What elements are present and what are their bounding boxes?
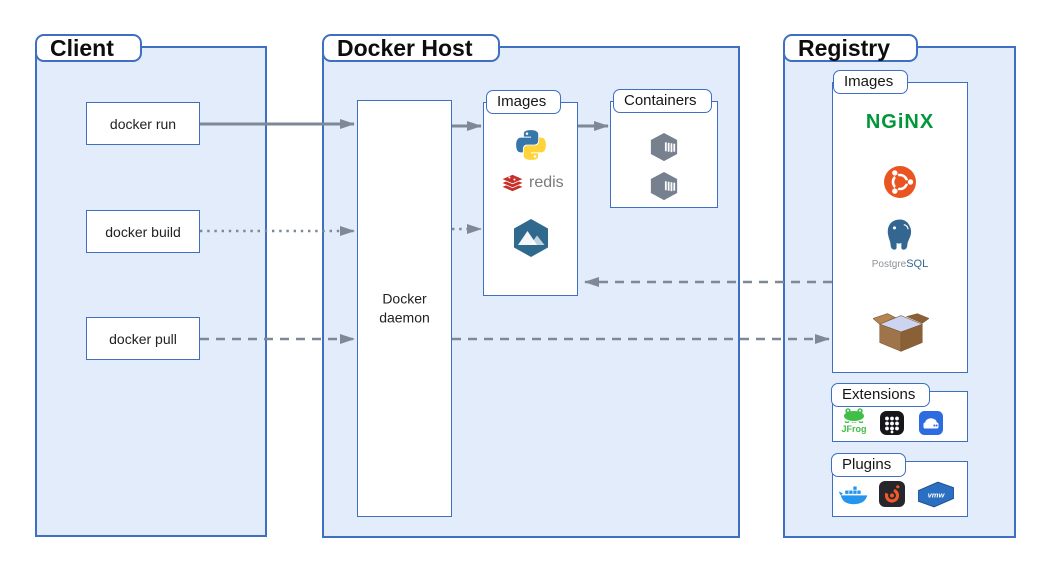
busybox-icon	[873, 313, 929, 352]
redis-label: redis	[529, 174, 564, 191]
client-section-title: Client	[35, 34, 142, 62]
docker-pull-label: docker pull	[109, 330, 177, 347]
registry-section-title: Registry	[783, 34, 919, 62]
docker-whale-icon	[839, 486, 868, 505]
jfrog-label: JFrog	[841, 424, 867, 434]
grafana-icon	[879, 481, 905, 507]
python-icon	[516, 130, 546, 160]
docker-daemon-box: Docker daemon	[357, 100, 452, 517]
containers-title: Containers	[613, 89, 712, 113]
docker-build-box: docker build	[86, 210, 200, 253]
ubuntu-icon	[884, 166, 916, 198]
host-images-title: Images	[486, 90, 562, 114]
jfrog-icon	[844, 408, 864, 423]
nginx-wordmark: NGiNX	[865, 111, 935, 133]
container-icon	[650, 132, 678, 162]
grid-dots-icon	[880, 411, 904, 435]
postgresql-label: PostgreSQL	[871, 258, 929, 270]
vmware-icon: vmw	[918, 481, 954, 508]
docker-run-label: docker run	[109, 115, 177, 132]
plugins-title: Plugins	[831, 453, 907, 477]
docker-daemon-label: Docker daemon	[379, 289, 430, 326]
docker-run-box: docker run	[86, 102, 200, 145]
docker-pull-box: docker pull	[86, 317, 200, 360]
docker-build-label: docker build	[105, 223, 181, 240]
postgresql-icon	[886, 218, 913, 251]
container-icon	[650, 171, 678, 201]
alpine-icon	[514, 219, 548, 257]
registry-images-title: Images	[833, 70, 909, 94]
extensions-title: Extensions	[831, 383, 931, 407]
vmware-label: vmw	[928, 490, 946, 499]
redis-icon	[500, 173, 525, 193]
drive-icon	[919, 411, 943, 435]
docker-host-section-title: Docker Host	[322, 34, 501, 62]
